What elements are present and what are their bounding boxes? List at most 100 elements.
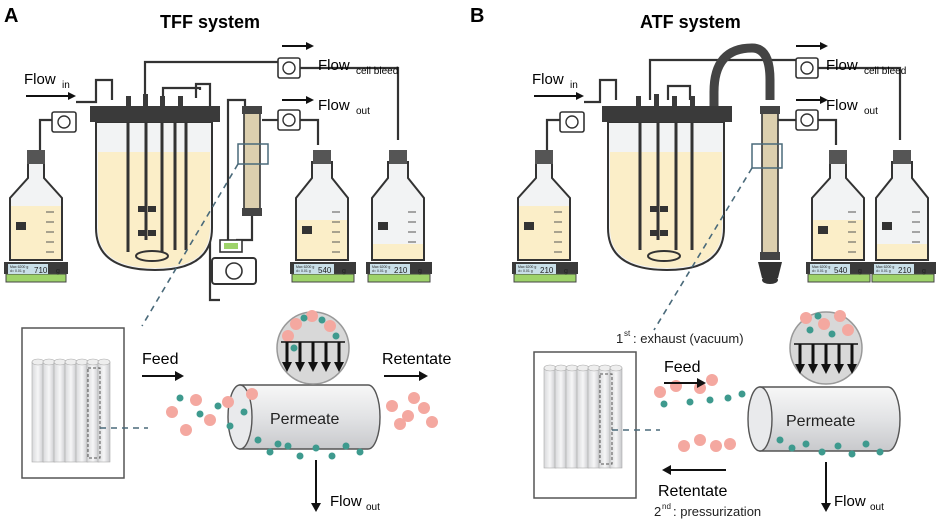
hollow-fiber-strand [53, 361, 67, 463]
cell-particle [694, 434, 706, 446]
panel-b-bleed-bottle: Max 6200 g d= 0.01 g 210 g [870, 150, 936, 283]
hollow-fiber-strand [42, 361, 56, 463]
panel-a-pump-out [277, 109, 301, 131]
hollow-fiber-strand [31, 361, 45, 463]
cell-particle [706, 374, 718, 386]
svg-text:d= 0.01 g: d= 0.01 g [372, 269, 387, 273]
panel-b-hollow-fiber: Permeate [747, 386, 901, 452]
product-particle [240, 408, 248, 416]
svg-text:out: out [356, 106, 370, 117]
cell-particle [306, 310, 318, 322]
panel-b-feed-bottle: Max 6200 g d= 0.01 g 210 g [512, 150, 578, 283]
cell-particle [670, 380, 682, 392]
cell-particle [246, 388, 258, 400]
svg-text:Feed: Feed [142, 351, 178, 368]
product-particle [318, 316, 326, 324]
panel-b-pressurization-label: 2 nd : pressurization [654, 502, 761, 519]
scale-b1-value: 210 [540, 266, 554, 275]
panel-b-pump-in [559, 111, 585, 133]
svg-text:out: out [864, 106, 878, 117]
panel-a-recirc-pump [211, 239, 257, 285]
scale-a1-value: 710 [34, 266, 48, 275]
svg-text:Feed: Feed [664, 359, 700, 376]
panel-b-permeate-bottle: Max 6200 g d= 0.01 g 540 g [806, 150, 872, 283]
svg-text:Flow: Flow [826, 57, 858, 74]
panel-b-exhaust-label: 1 st : exhaust (vacuum) [616, 329, 744, 346]
product-particle [312, 444, 320, 452]
product-particle [788, 444, 796, 452]
panel-a-bioreactor [90, 94, 220, 272]
svg-text:g: g [342, 268, 346, 275]
cell-particle [282, 330, 294, 342]
scale-a2-value: 540 [318, 266, 332, 275]
product-particle [226, 422, 234, 430]
cell-particle [834, 310, 846, 322]
hollow-fiber-strand [587, 367, 601, 469]
product-particle [686, 398, 694, 406]
panel-b-fiber-bundle [533, 351, 660, 499]
panel-b-title: ATF system [640, 12, 741, 32]
svg-text:nd: nd [662, 502, 671, 511]
product-particle [274, 440, 282, 448]
panel-a-bleed-bottle: Max 6200 g d= 0.01 g 210 g [366, 150, 432, 283]
hollow-fiber-strand [64, 361, 78, 463]
svg-text:cell bleed: cell bleed [356, 66, 398, 77]
panel-b-tubing [545, 58, 902, 150]
product-particle [848, 450, 856, 458]
hollow-fiber-strand [565, 367, 579, 469]
svg-text:Max 6200 g: Max 6200 g [876, 265, 894, 269]
panel-a-letter: A [4, 5, 18, 27]
cell-particle [222, 396, 234, 408]
svg-text:Max 6200 g: Max 6200 g [812, 265, 830, 269]
product-particle [266, 448, 274, 456]
product-particle [834, 442, 842, 450]
product-particle [290, 344, 298, 352]
cell-particle [426, 416, 438, 428]
svg-text:2: 2 [654, 504, 661, 519]
cell-particle [418, 402, 430, 414]
product-particle [328, 452, 336, 460]
panel-a-flow-bleed-label: Flow cell bleed [282, 42, 398, 77]
panel-b-flow-bleed-label: Flow cell bleed [796, 42, 906, 77]
product-particle [814, 312, 822, 320]
panel-b: B ATF system Flow in [470, 5, 936, 519]
svg-text:g: g [564, 268, 568, 275]
svg-text:in: in [570, 80, 578, 91]
svg-text:Max 6200 g: Max 6200 g [10, 265, 28, 269]
svg-text:Flow: Flow [318, 57, 350, 74]
hollow-fiber-strand [576, 367, 590, 469]
panel-b-flow-out-bottom: Flow out [821, 462, 884, 513]
hollow-fiber-strand [598, 367, 612, 469]
hollow-fiber-strand [75, 361, 89, 463]
svg-text:g: g [418, 268, 422, 275]
cell-particle [654, 386, 666, 398]
panel-b-atf-filter [653, 106, 783, 331]
cell-particle [324, 320, 336, 332]
panel-a-retentate-label: Retentate [382, 351, 451, 381]
svg-text:d= 0.01 g: d= 0.01 g [518, 269, 533, 273]
cell-particle [408, 392, 420, 404]
cell-particle [402, 410, 414, 422]
svg-text:Flow: Flow [834, 493, 866, 510]
svg-text:g: g [56, 268, 60, 275]
panel-b-pump-bleed [795, 57, 819, 79]
product-particle [818, 448, 826, 456]
cell-particle [710, 440, 722, 452]
product-particle [300, 314, 308, 322]
product-particle [660, 400, 668, 408]
cell-particle [724, 438, 736, 450]
svg-text:out: out [366, 502, 380, 513]
panel-b-flow-out-label: Flow out [796, 96, 878, 117]
product-particle [862, 440, 870, 448]
product-particle [356, 448, 364, 456]
panel-a-fiber-bundle [21, 327, 148, 479]
panel-a-pump-in [51, 111, 77, 133]
panel-b-bioreactor [602, 94, 732, 272]
svg-text:1: 1 [616, 331, 623, 346]
svg-text:g: g [858, 268, 862, 275]
panel-b-pump-out [795, 109, 819, 131]
svg-text:Flow: Flow [826, 97, 858, 114]
product-particle [176, 394, 184, 402]
